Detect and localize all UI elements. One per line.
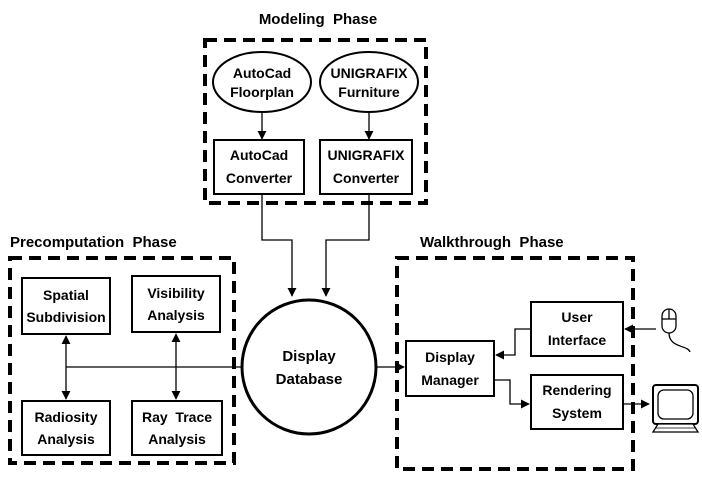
user-interface-line1: User	[561, 309, 593, 325]
spatial-subdivision-line2: Subdivision	[26, 309, 105, 325]
ray-trace-analysis-line2: Analysis	[148, 431, 206, 447]
display-manager-line2: Manager	[421, 372, 479, 388]
unigrafix-converter-line2: Converter	[333, 170, 400, 186]
autocad-converter-line1: AutoCad	[230, 147, 288, 163]
user-interface-box	[530, 301, 624, 357]
autocad-floorplan-line1: AutoCad	[233, 65, 291, 81]
arrow-unigrafix-converter-to-database	[321, 194, 370, 297]
visibility-analysis-box	[131, 275, 221, 333]
unigrafix-furniture-line2: Furniture	[338, 84, 400, 100]
walkthrough-phase-title: Walkthrough Phase	[420, 234, 564, 251]
monitor-icon	[651, 384, 700, 433]
rendering-system-line2: System	[552, 405, 602, 421]
modeling-phase-boundary	[203, 38, 428, 205]
autocad-converter-box	[213, 139, 305, 195]
ray-trace-analysis-box	[131, 400, 223, 456]
arrow-user-interface-to-manager	[495, 328, 531, 360]
radiosity-analysis-box	[21, 400, 111, 456]
arrow-manager-to-rendering	[494, 379, 530, 409]
unigrafix-furniture-line1: UNIGRAFIX	[331, 65, 409, 81]
mouse-icon	[661, 308, 691, 353]
rendering-system-box	[530, 374, 624, 430]
autocad-converter-line2: Converter	[226, 170, 293, 186]
visibility-analysis-line1: Visibility	[147, 285, 205, 301]
autocad-floorplan-line2: Floorplan	[230, 84, 294, 100]
display-database-line1: Display	[282, 348, 336, 365]
display-manager-line1: Display	[425, 349, 475, 365]
modeling-phase-title: Modeling Phase	[259, 11, 377, 28]
unigrafix-converter-line1: UNIGRAFIX	[328, 147, 406, 163]
display-manager-box	[405, 340, 495, 397]
display-database-circle	[240, 298, 378, 436]
display-database-line2: Database	[276, 371, 343, 388]
autocad-floorplan-ellipse	[212, 51, 312, 113]
rendering-system-line1: Rendering	[542, 382, 611, 398]
visibility-analysis-line2: Analysis	[147, 307, 205, 323]
user-interface-line2: Interface	[548, 332, 607, 348]
arrow-autocad-converter-to-database	[261, 194, 297, 297]
unigrafix-furniture-ellipse	[319, 51, 419, 113]
spatial-subdivision-line1: Spatial	[43, 287, 89, 303]
radiosity-analysis-line1: Radiosity	[34, 409, 97, 425]
radiosity-analysis-line2: Analysis	[37, 431, 95, 447]
spatial-subdivision-box	[21, 277, 111, 335]
precomputation-phase-title: Precomputation Phase	[10, 234, 177, 251]
unigrafix-converter-box	[319, 139, 413, 195]
precomputation-phase-boundary	[8, 256, 236, 465]
ray-trace-analysis-line1: Ray Trace	[142, 409, 212, 425]
